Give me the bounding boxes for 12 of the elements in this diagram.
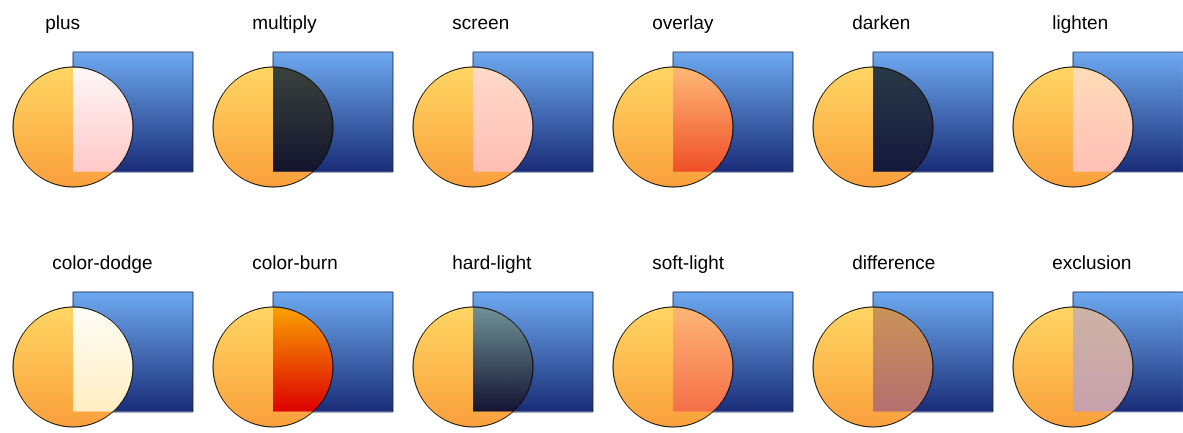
mode-label: soft-light [652,255,724,273]
mode-label: overlay [653,15,714,33]
mode-label: multiply [253,15,317,33]
mode-label: color-dodge [53,255,152,273]
mode-label: darken [853,15,910,30]
mode-label: lighten [1053,15,1107,33]
mode-label: difference [853,255,935,270]
mode-label: color-burn [253,255,337,270]
mode-label: plus [46,15,80,33]
mode-label: exclusion [1053,255,1131,270]
mode-label: hard-light [453,255,532,273]
mode-label: screen [452,18,508,30]
